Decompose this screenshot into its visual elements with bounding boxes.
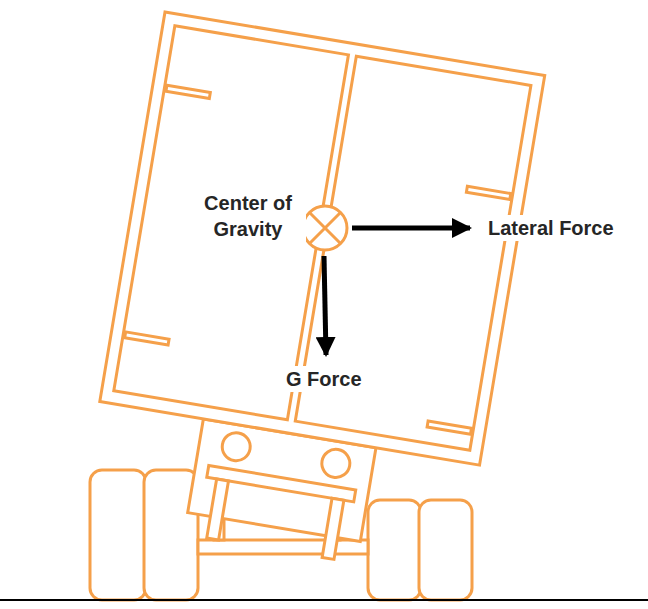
- force-label: G Force: [284, 366, 364, 392]
- cg-cross: [309, 212, 341, 244]
- cg-label: Center of Gravity: [190, 190, 306, 242]
- tire: [144, 470, 198, 600]
- tire: [368, 500, 421, 600]
- door-hinge: [466, 186, 510, 199]
- axle: [198, 540, 368, 554]
- trailer-box: [100, 12, 545, 465]
- center-of-gravity-marker: [303, 206, 347, 250]
- tail-light: [220, 431, 252, 463]
- lateral-force-arrow: [352, 226, 470, 231]
- tail-light: [320, 447, 352, 479]
- tire: [419, 500, 472, 600]
- strut: [207, 479, 229, 540]
- trailer-body: [80, 12, 544, 581]
- g-force-arrow: [324, 256, 326, 355]
- door-hinge: [125, 332, 169, 345]
- ground-line: [0, 599, 648, 601]
- cg-circle: [303, 206, 347, 250]
- door-hinge: [166, 85, 210, 98]
- force-label: Lateral Force: [486, 215, 616, 241]
- strut: [322, 498, 344, 559]
- cg-cross: [309, 212, 341, 244]
- tire: [90, 470, 146, 600]
- door-hinge: [427, 421, 471, 434]
